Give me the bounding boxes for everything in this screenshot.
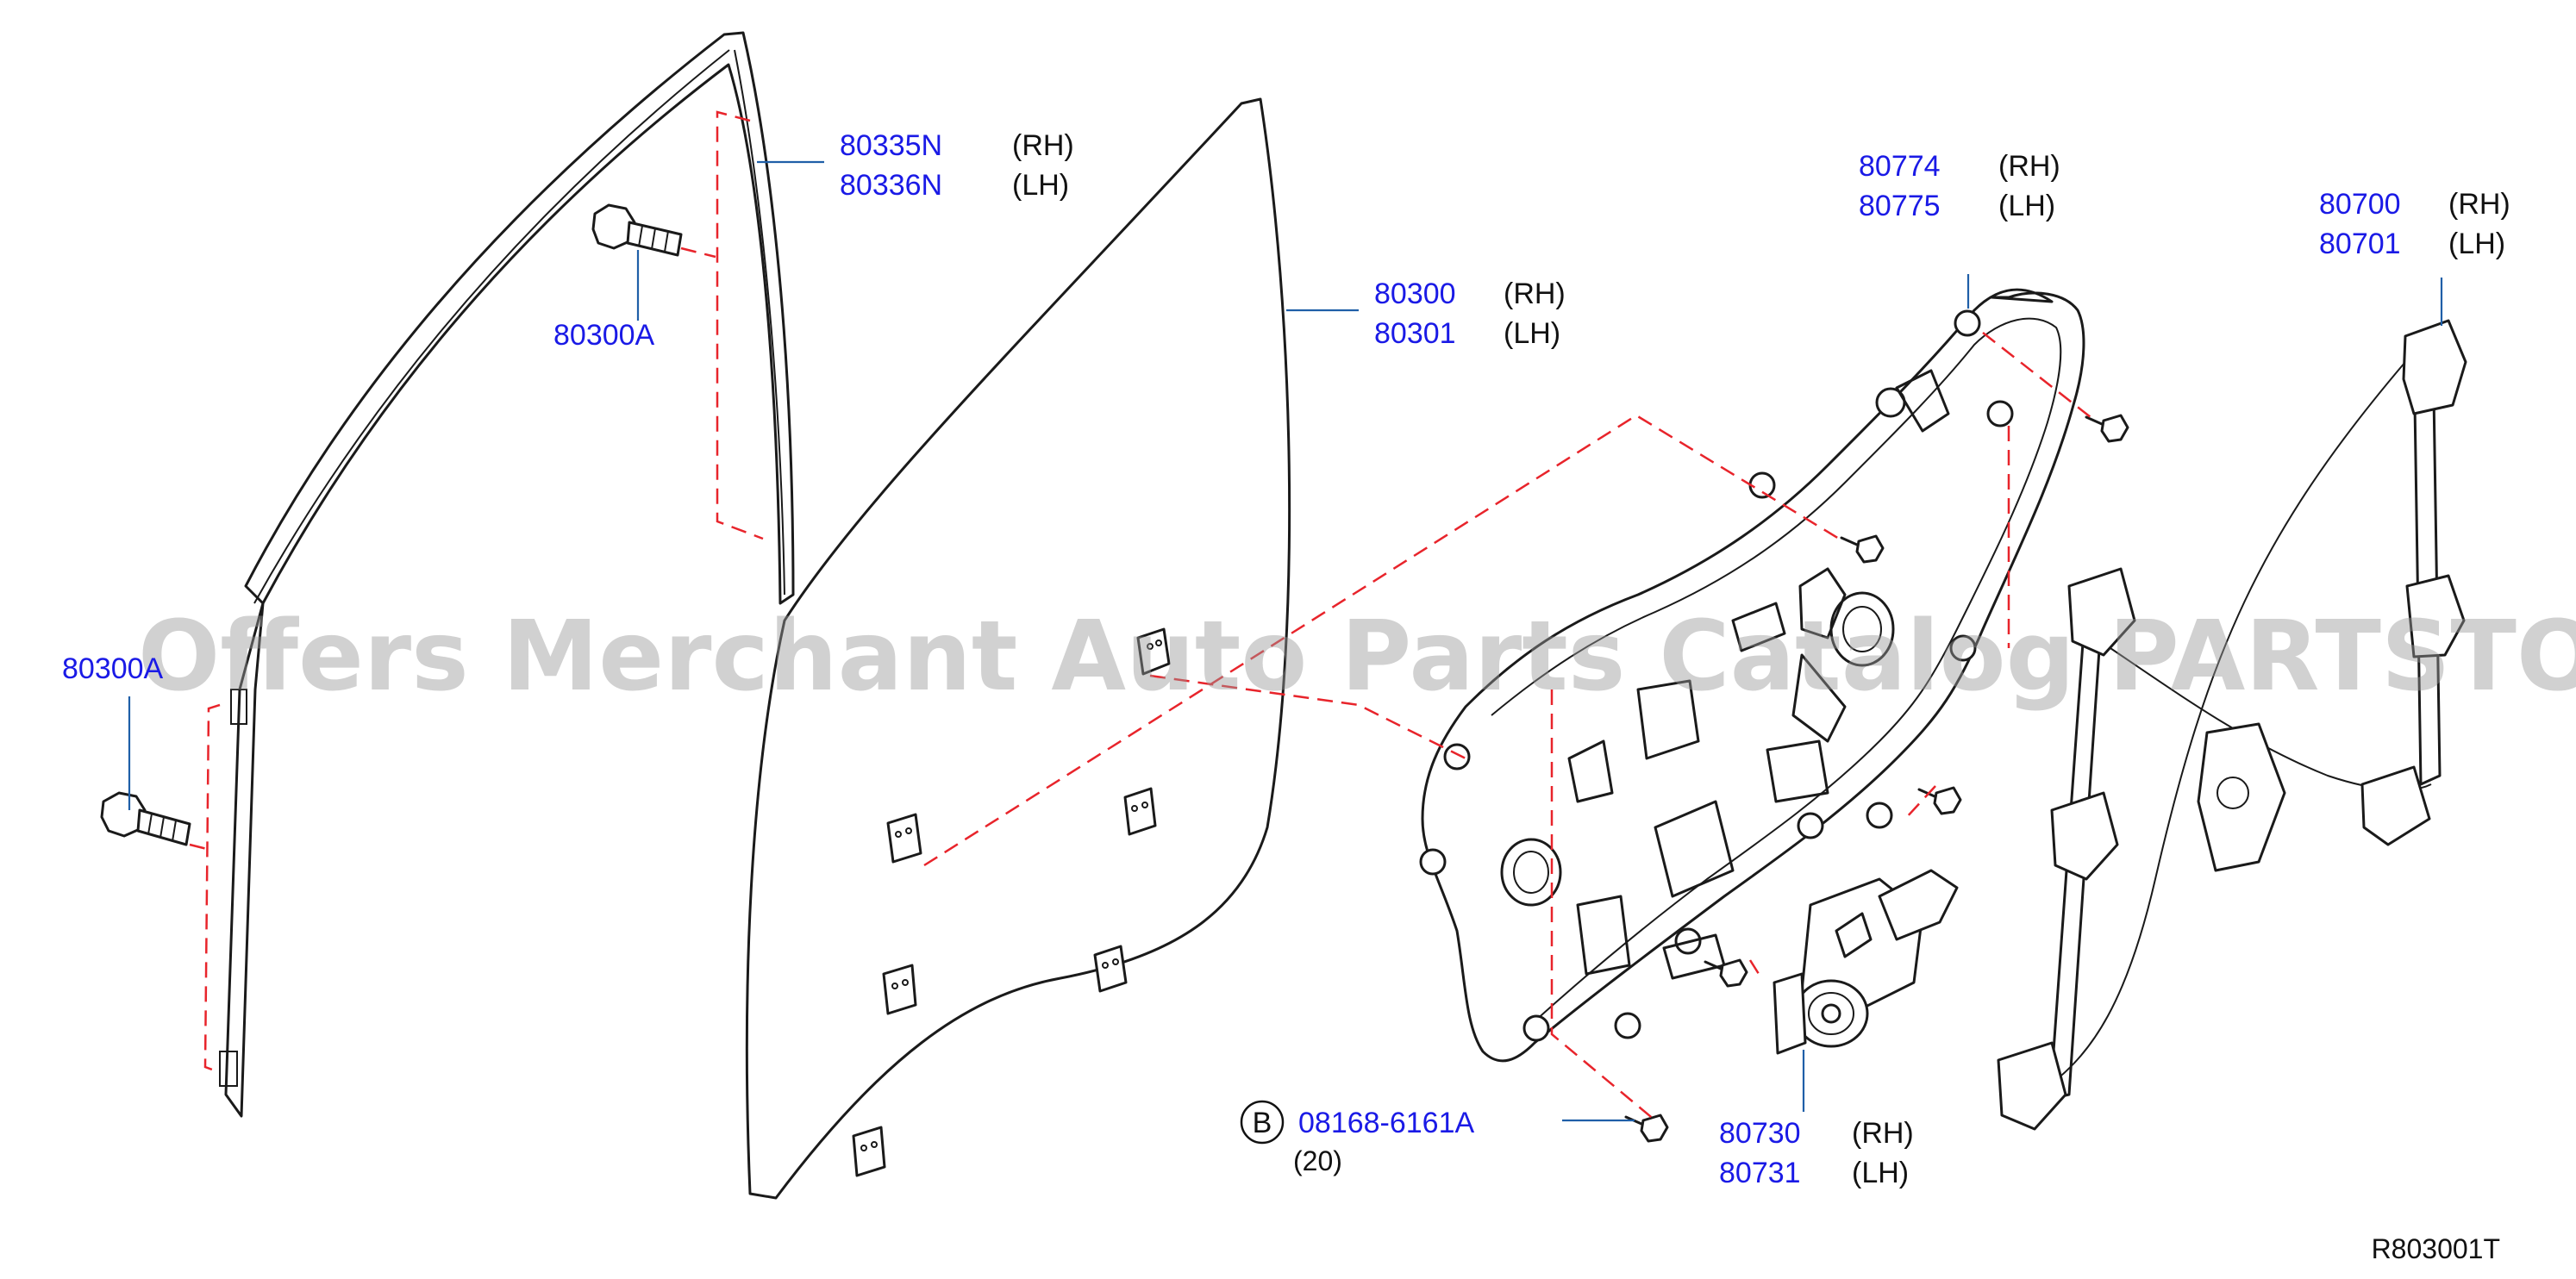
motor-side-rh: (RH)	[1852, 1117, 1914, 1150]
bolt-b-badge: B	[1253, 1107, 1272, 1139]
window-regulator-drawing	[1997, 319, 2467, 1131]
bolt-b-badge-circle	[1240, 1100, 1285, 1145]
glass-clip-6	[852, 1126, 886, 1177]
glass-part-rh: 80300	[1374, 278, 1456, 310]
regulator-part-lh: 80701	[2319, 228, 2401, 260]
leader-lines	[128, 160, 2443, 1122]
panel-side-rh: (RH)	[1998, 150, 2060, 183]
bolt-b-part: 08168-6161A	[1298, 1107, 1475, 1139]
motor-part-rh: 80730	[1719, 1117, 1801, 1150]
sash-bolt-lower-part: 80300A	[62, 652, 164, 685]
sash-bolt-upper-part: 80300A	[553, 319, 655, 352]
glass-clip-1	[1136, 627, 1171, 676]
screw-3-drawing	[1917, 786, 1962, 815]
callout-motor: 80730 (RH) 80731 (LH)	[1719, 1117, 1914, 1189]
sash-bolt-upper-drawing	[591, 203, 683, 257]
callout-bolt-b: B 08168-6161A (20)	[1240, 1100, 1475, 1176]
bolt-b-qty: (20)	[1293, 1145, 1342, 1176]
reference-code: R803001T	[2372, 1233, 2500, 1264]
regulator-side-rh: (RH)	[2448, 188, 2510, 221]
regulator-side-lh: (LH)	[2448, 228, 2505, 260]
glass-clip-3	[1123, 787, 1157, 836]
sash-part-lh: 80336N	[840, 169, 942, 202]
motor-part-lh: 80731	[1719, 1157, 1801, 1189]
window-motor-drawing	[1773, 869, 1959, 1055]
assembly-dash-lines	[189, 110, 2096, 1121]
screw-4-drawing	[1704, 958, 1748, 988]
callout-glass: 80300 (RH) 80301 (LH)	[1374, 278, 1566, 350]
glass-clip-2	[886, 813, 922, 864]
door-module-panel-drawing	[1419, 288, 2085, 1063]
callout-sash-bolt-lower: 80300A	[62, 652, 164, 685]
screw-2-drawing	[1840, 534, 1885, 564]
callout-sash: 80335N (RH) 80336N (LH)	[840, 129, 1074, 202]
motor-side-lh: (LH)	[1852, 1157, 1909, 1189]
regulator-part-rh: 80700	[2319, 188, 2401, 221]
panel-part-rh: 80774	[1859, 150, 1941, 183]
screw-1-drawing	[2085, 414, 2129, 443]
callout-sash-bolt-upper: 80300A	[553, 319, 655, 352]
panel-side-lh: (LH)	[1998, 190, 2055, 222]
screw-5-drawing	[1624, 1114, 1669, 1143]
door-sash-drawing	[219, 31, 795, 1118]
sash-side-lh: (LH)	[1012, 169, 1069, 202]
sash-bolt-lower-drawing	[100, 791, 191, 846]
glass-side-lh: (LH)	[1504, 317, 1560, 350]
callout-panel: 80774 (RH) 80775 (LH)	[1859, 150, 2060, 222]
door-glass-drawing	[745, 97, 1291, 1200]
glass-side-rh: (RH)	[1504, 278, 1566, 310]
glass-part-lh: 80301	[1374, 317, 1456, 350]
glass-clip-5	[1093, 945, 1128, 993]
callout-regulator: 80700 (RH) 80701 (LH)	[2319, 188, 2510, 260]
panel-part-lh: 80775	[1859, 190, 1941, 222]
sash-part-rh: 80335N	[840, 129, 942, 162]
sash-side-rh: (RH)	[1012, 129, 1074, 162]
glass-clip-4	[882, 964, 917, 1015]
watermark-text: Offers Merchant Auto Parts Catalog PARTS…	[138, 601, 2576, 713]
